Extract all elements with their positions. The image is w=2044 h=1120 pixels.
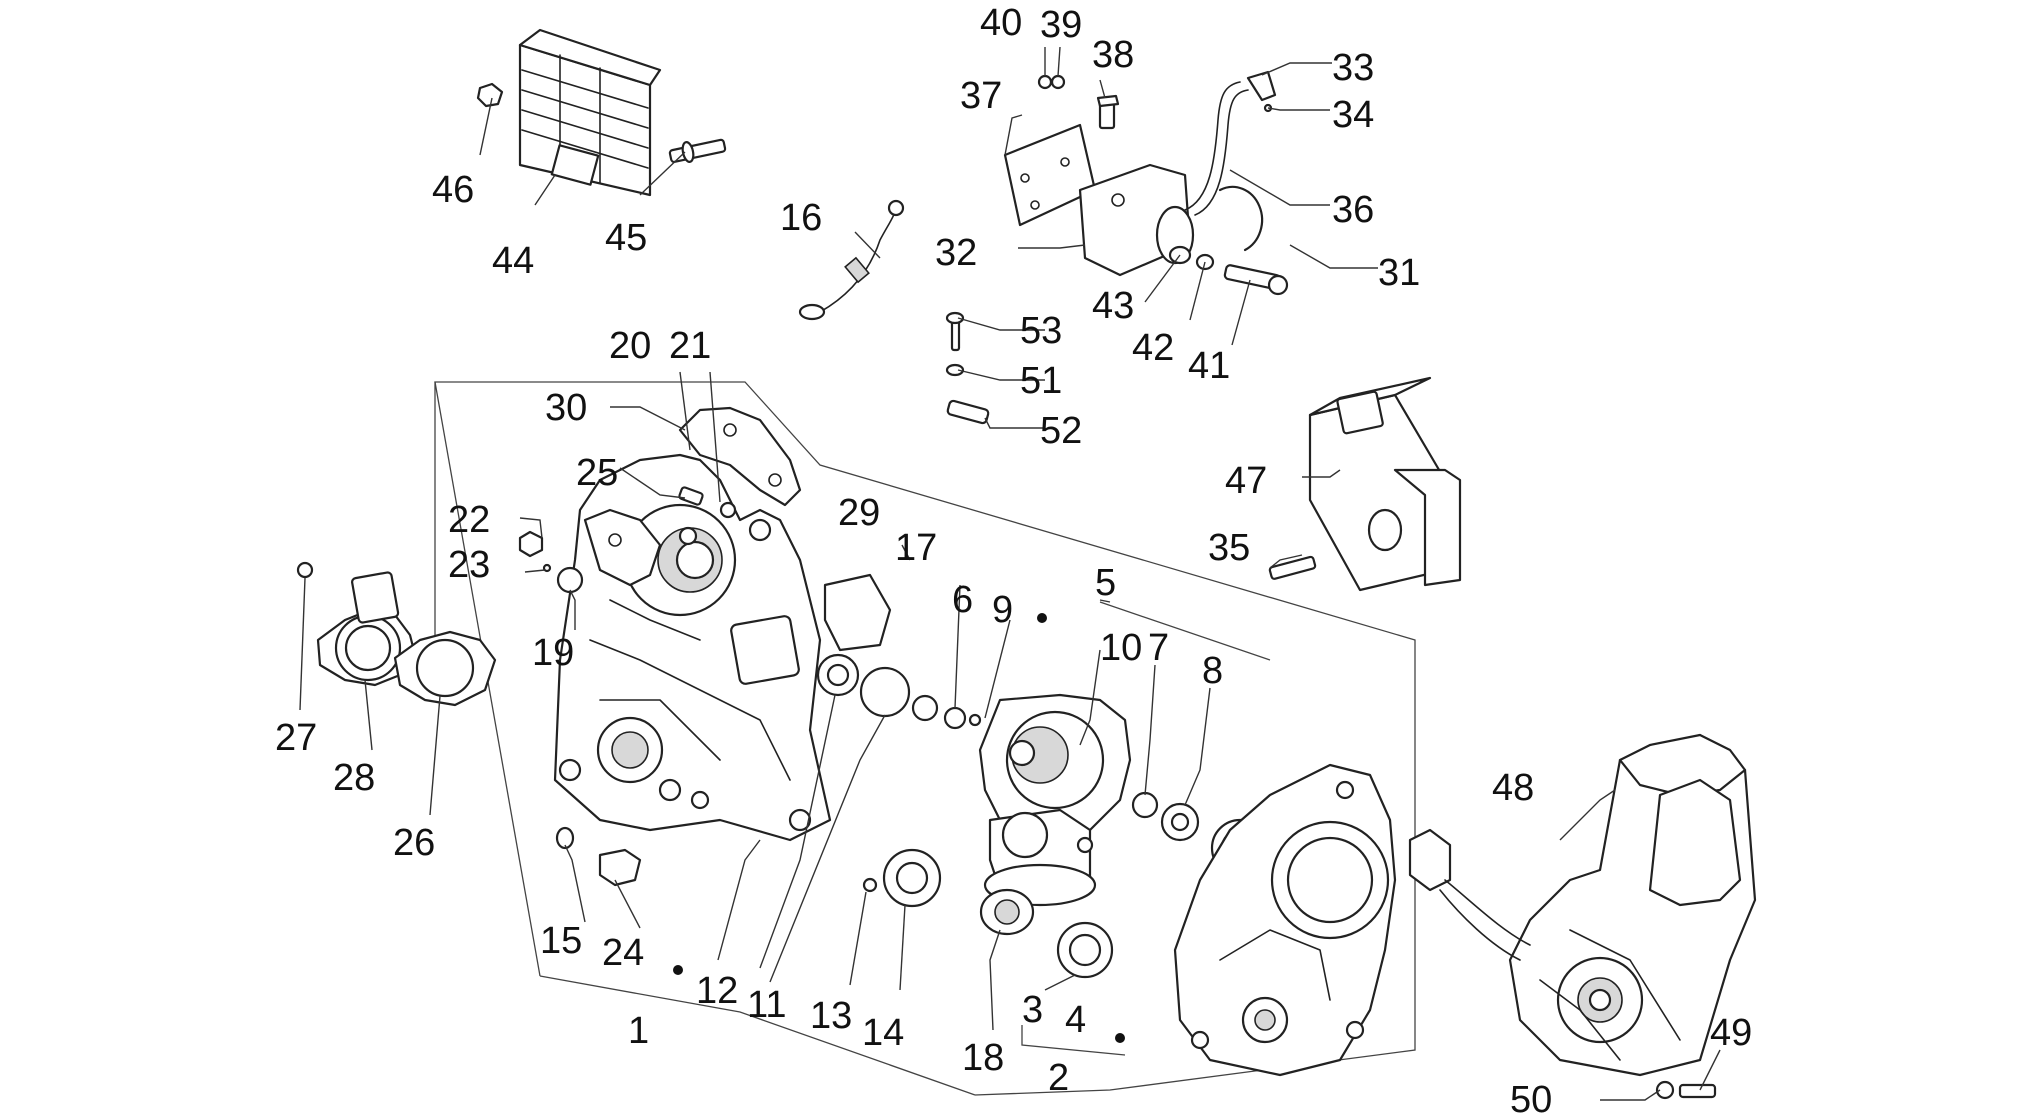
callout-4: 4 [1065, 999, 1086, 1041]
callout-1: 1 [628, 1010, 649, 1052]
callout-32: 32 [935, 232, 977, 274]
callout-31: 31 [1378, 252, 1420, 294]
callout-25: 25 [576, 452, 618, 494]
callout-26: 26 [393, 822, 435, 864]
callout-6: 6 [952, 579, 973, 621]
callout-20: 20 [609, 325, 651, 367]
callout-8: 8 [1202, 650, 1223, 692]
ground-cable [798, 199, 905, 321]
callout-5: 5 [1095, 562, 1116, 604]
callout-27: 27 [275, 717, 317, 759]
callout-45: 45 [605, 217, 647, 259]
callout-53: 53 [1020, 310, 1062, 352]
callout-29: 29 [838, 492, 880, 534]
callout-16: 16 [780, 197, 822, 239]
cover-plate [556, 508, 662, 594]
small-fasteners [945, 311, 990, 425]
callout-9: 9 [992, 589, 1013, 631]
callout-46: 46 [432, 169, 474, 211]
sensor [598, 848, 642, 887]
filter-element [823, 573, 892, 652]
callout-40: 40 [980, 2, 1022, 44]
callout-12: 12 [696, 970, 738, 1012]
solenoid-assembly [1003, 70, 1289, 296]
leader-lines [299, 46, 1721, 1101]
callout-52: 52 [1040, 410, 1082, 452]
callout-21: 21 [669, 325, 711, 367]
housing-bolts [518, 486, 737, 850]
callout-36: 36 [1332, 189, 1374, 231]
callout-50: 50 [1510, 1079, 1552, 1120]
callout-15: 15 [540, 920, 582, 962]
control-unit [1268, 376, 1462, 592]
callout-10: 10 [1100, 627, 1142, 669]
callout-13: 13 [810, 995, 852, 1037]
gear-housing-right [1173, 763, 1397, 1077]
callout-35: 35 [1208, 527, 1250, 569]
callout-49: 49 [1710, 1012, 1752, 1054]
assembly-frame [434, 381, 1416, 1096]
central-gear-assembly [978, 693, 1132, 936]
callout-37: 37 [960, 75, 1002, 117]
bearings-seals [816, 653, 982, 730]
lower-bearings [862, 848, 1114, 979]
callout-18: 18 [962, 1037, 1004, 1079]
callout-24: 24 [602, 932, 644, 974]
callout-47: 47 [1225, 460, 1267, 502]
end-cover [296, 561, 497, 707]
callout-22: 22 [448, 499, 490, 541]
callout-48: 48 [1492, 767, 1534, 809]
callout-44: 44 [492, 240, 534, 282]
callout-3: 3 [1022, 989, 1043, 1031]
callout-17: 17 [895, 527, 937, 569]
mounting-bracket [678, 406, 802, 507]
gear-housing-left [553, 453, 832, 842]
callout-23: 23 [448, 544, 490, 586]
callout-28: 28 [333, 757, 375, 799]
callout-2: 2 [1048, 1057, 1069, 1099]
callout-43: 43 [1092, 285, 1134, 327]
callout-labels: 1 2 3 4 5 6 7 8 9 10 11 12 13 14 15 16 1… [275, 2, 1752, 1120]
callout-19: 19 [532, 632, 574, 674]
callout-51: 51 [1020, 360, 1062, 402]
callout-33: 33 [1332, 47, 1374, 89]
callout-41: 41 [1188, 345, 1230, 387]
callout-38: 38 [1092, 34, 1134, 76]
reference-dots [673, 613, 1125, 1043]
callout-14: 14 [862, 1012, 904, 1054]
voltage-regulator [476, 28, 727, 197]
electric-motor [1408, 733, 1757, 1100]
callout-30: 30 [545, 387, 587, 429]
callout-7: 7 [1148, 627, 1169, 669]
callout-34: 34 [1332, 94, 1374, 136]
callout-42: 42 [1132, 327, 1174, 369]
callout-39: 39 [1040, 4, 1082, 46]
callout-11: 11 [747, 984, 786, 1026]
